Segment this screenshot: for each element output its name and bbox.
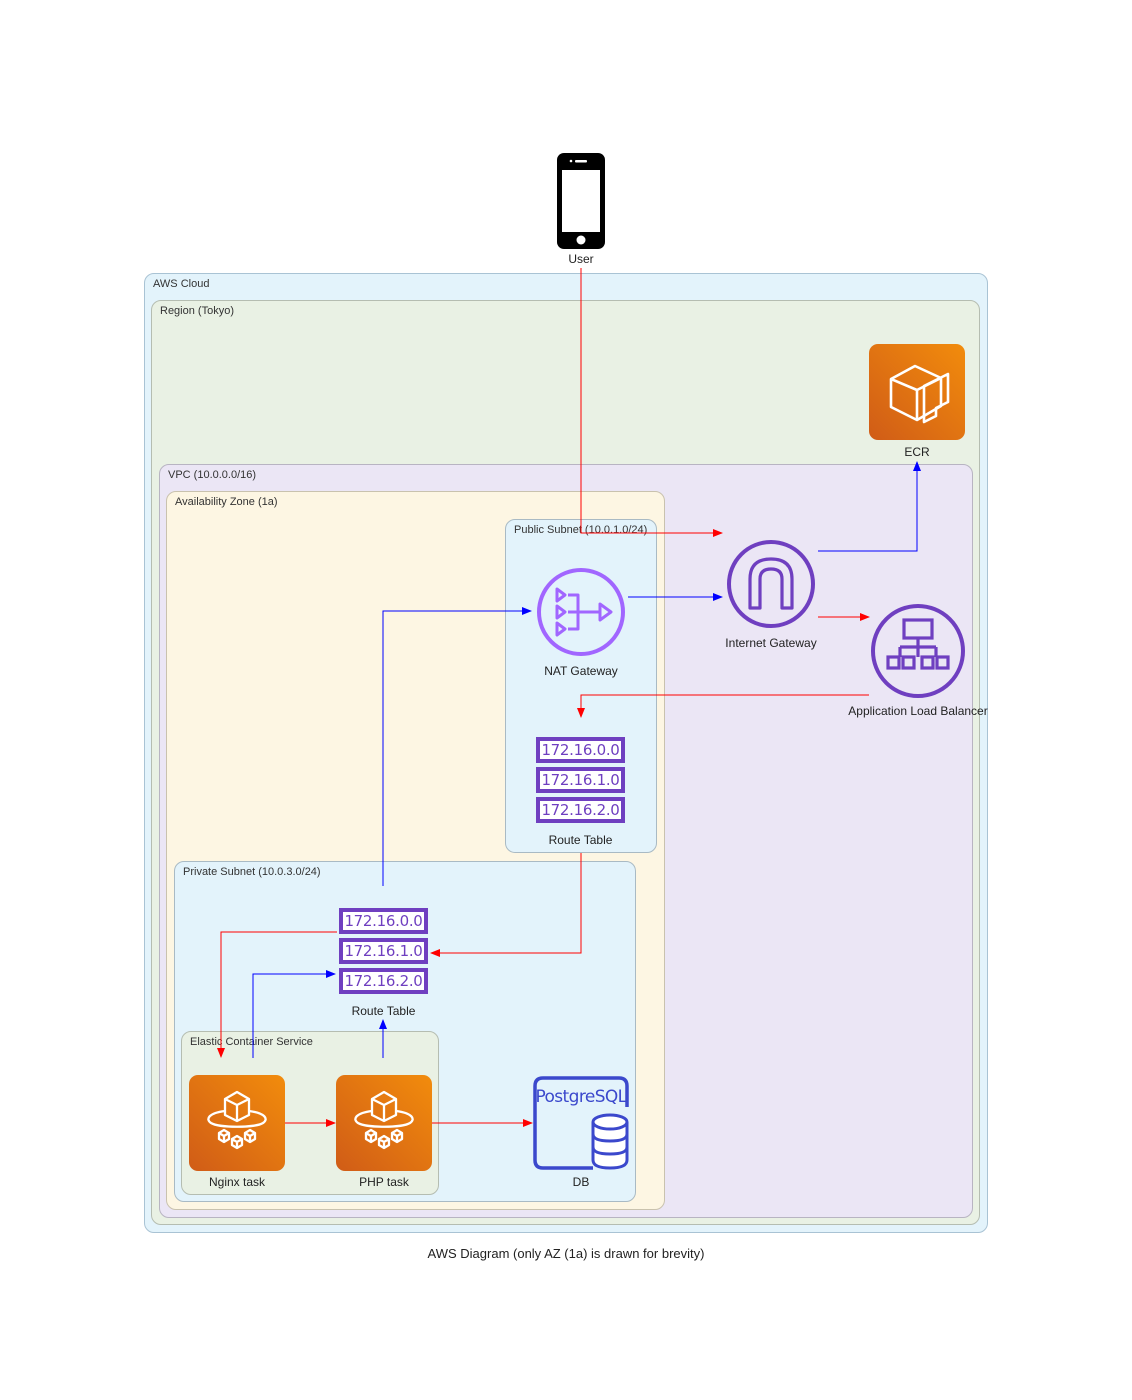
ecr-label: ECR [904, 445, 930, 459]
route-row: 172.16.2.0 [339, 968, 428, 994]
ecr-icon [869, 344, 965, 440]
load-balancer-icon [871, 604, 965, 698]
ecs-label: Elastic Container Service [190, 1036, 313, 1048]
internet-gateway-label: Internet Gateway [725, 636, 817, 650]
nat-gateway-label: NAT Gateway [544, 664, 618, 678]
public-subnet-label: Public Subnet (10.0.1.0/24) [514, 524, 648, 536]
route-row: 172.16.1.0 [536, 767, 625, 793]
private-subnet-label: Private Subnet (10.0.3.0/24) [183, 866, 321, 878]
aws-cloud-label: AWS Cloud [153, 278, 210, 290]
availability-zone-label: Availability Zone (1a) [175, 496, 278, 508]
nat-gateway-icon [537, 568, 625, 656]
diagram-caption: AWS Diagram (only AZ (1a) is drawn for b… [427, 1246, 705, 1261]
region-label: Region (Tokyo) [160, 305, 234, 317]
private-route-table-label: Route Table [351, 1004, 416, 1018]
db-label: DB [572, 1175, 590, 1189]
private-route-table-node[interactable]: 172.16.0.0 172.16.1.0 172.16.2.0 Route T… [339, 908, 428, 1018]
nginx-task-label: Nginx task [208, 1175, 266, 1189]
user-label: User [568, 252, 594, 266]
internet-gateway-node[interactable]: Internet Gateway [725, 539, 817, 650]
php-task-label: PHP task [359, 1175, 409, 1189]
alb-node[interactable]: Application Load Balancer [848, 603, 988, 718]
public-route-table-label: Route Table [548, 833, 613, 847]
php-task-node[interactable]: PHP task [336, 1075, 432, 1189]
vpc-label: VPC (10.0.0.0/16) [168, 469, 257, 481]
db-node[interactable]: PostgreSQL DB [533, 1076, 629, 1189]
postgresql-icon: PostgreSQL [533, 1076, 629, 1170]
mobile-phone-icon [557, 153, 605, 249]
public-route-table-node[interactable]: 172.16.0.0 172.16.1.0 172.16.2.0 Route T… [536, 737, 625, 847]
fargate-task-icon [336, 1075, 432, 1171]
route-table-icon: 172.16.0.0 172.16.1.0 172.16.2.0 [536, 737, 625, 823]
route-row: 172.16.2.0 [536, 797, 625, 823]
svg-text:PostgreSQL: PostgreSQL [535, 1087, 627, 1107]
route-row: 172.16.0.0 [536, 737, 625, 763]
nat-gateway-node[interactable]: NAT Gateway [536, 567, 626, 678]
route-row: 172.16.0.0 [339, 908, 428, 934]
route-row: 172.16.1.0 [339, 938, 428, 964]
fargate-task-icon [189, 1075, 285, 1171]
user-node[interactable]: User [556, 153, 606, 266]
internet-gateway-icon [727, 540, 815, 628]
nginx-task-node[interactable]: Nginx task [189, 1075, 285, 1189]
alb-label: Application Load Balancer [848, 704, 988, 718]
ecr-node[interactable]: ECR [869, 344, 965, 459]
route-table-icon: 172.16.0.0 172.16.1.0 172.16.2.0 [339, 908, 428, 994]
